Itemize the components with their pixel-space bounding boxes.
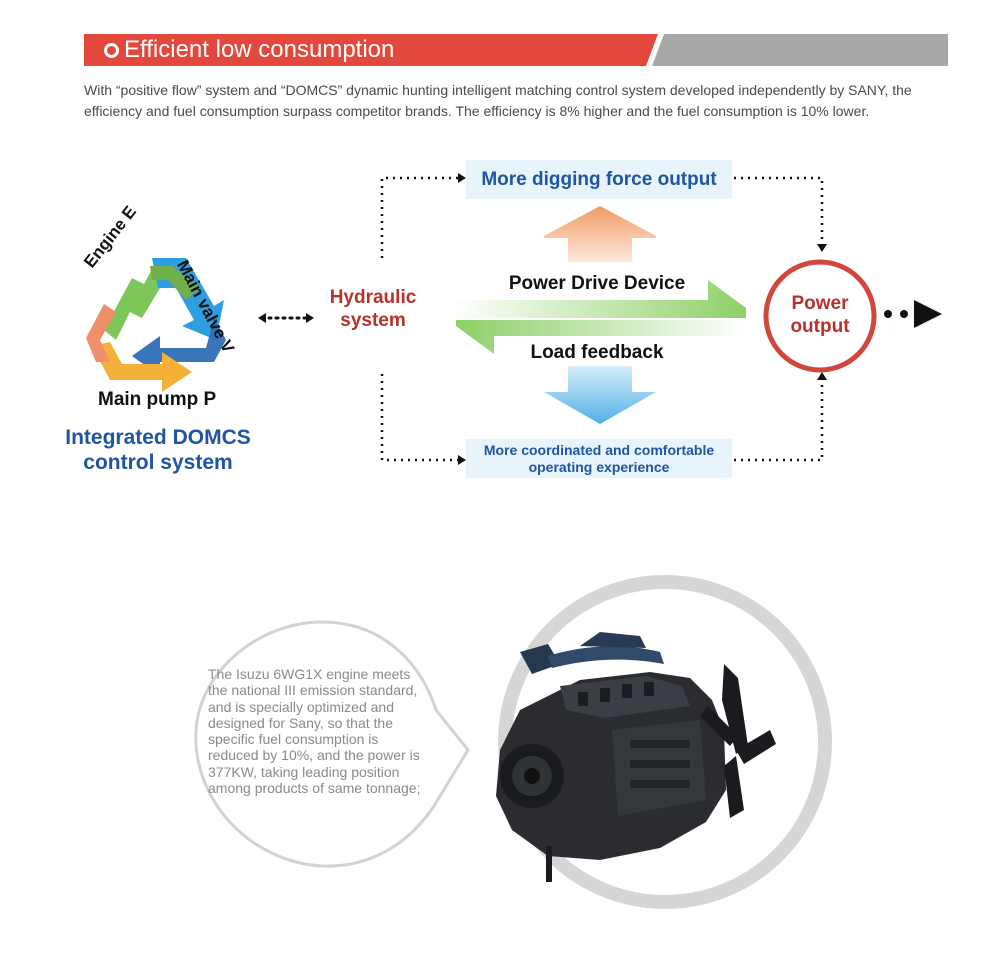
load-feedback-label: Load feedback [530, 342, 664, 363]
power-output-label: Power output [790, 293, 850, 337]
header-bullet-icon [104, 43, 119, 58]
header-banner-shape [84, 34, 948, 66]
control-diagram [86, 173, 942, 465]
speech-bubble [194, 620, 470, 868]
fan-blades-icon [700, 664, 776, 818]
main-pump-label: Main pump P [98, 389, 217, 410]
power-drive-label: Power Drive Device [508, 273, 686, 294]
section-title: Efficient low consumption [124, 36, 395, 63]
engine-section [194, 575, 832, 909]
domcs-system-title: Integrated DOMCS control system [65, 426, 251, 474]
digging-force-box: More digging force output [466, 160, 732, 199]
down-arrow-icon [544, 366, 656, 424]
left-green-arrow [456, 320, 746, 354]
power-output-circle [763, 259, 877, 373]
output-arrow-icon [914, 300, 942, 328]
hydraulic-system-label: Hydraulic system [329, 287, 417, 331]
section-header: Efficient low consumption [84, 34, 948, 66]
bottom-loop-line [380, 374, 460, 462]
up-arrow-icon [544, 206, 656, 262]
engine-description: The Isuzu 6WG1X engine meets the nationa… [208, 666, 421, 797]
cycle-icon [86, 258, 226, 392]
intro-paragraph: With “positive flow” system and “DOMCS” … [84, 82, 912, 119]
top-loop-line [380, 176, 460, 258]
engine-image [496, 632, 776, 882]
right-green-arrow [454, 280, 746, 318]
coordinated-experience-box: More coordinated and comfortable operati… [466, 439, 732, 478]
